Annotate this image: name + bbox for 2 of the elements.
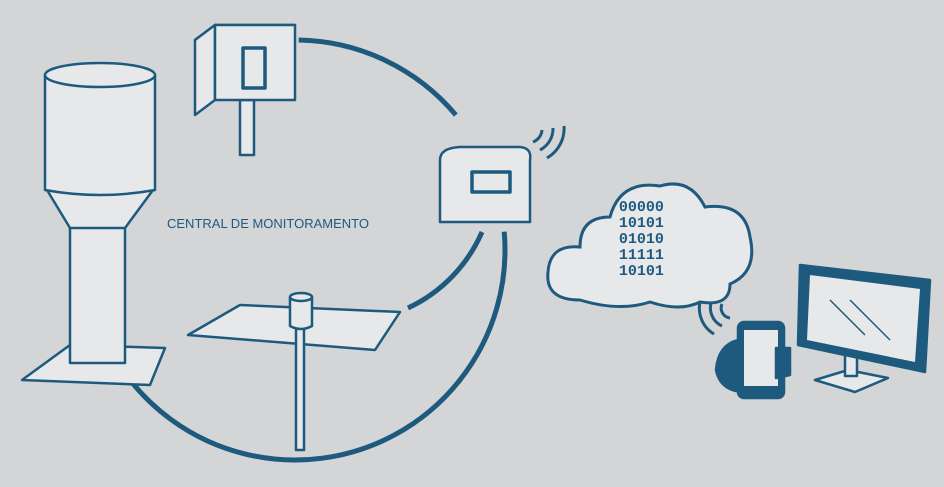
station-label: CENTRAL DE MONITORAMENTO [167,216,370,231]
binary-data-text: 00000 10101 01010 11111 10101 [618,200,665,280]
